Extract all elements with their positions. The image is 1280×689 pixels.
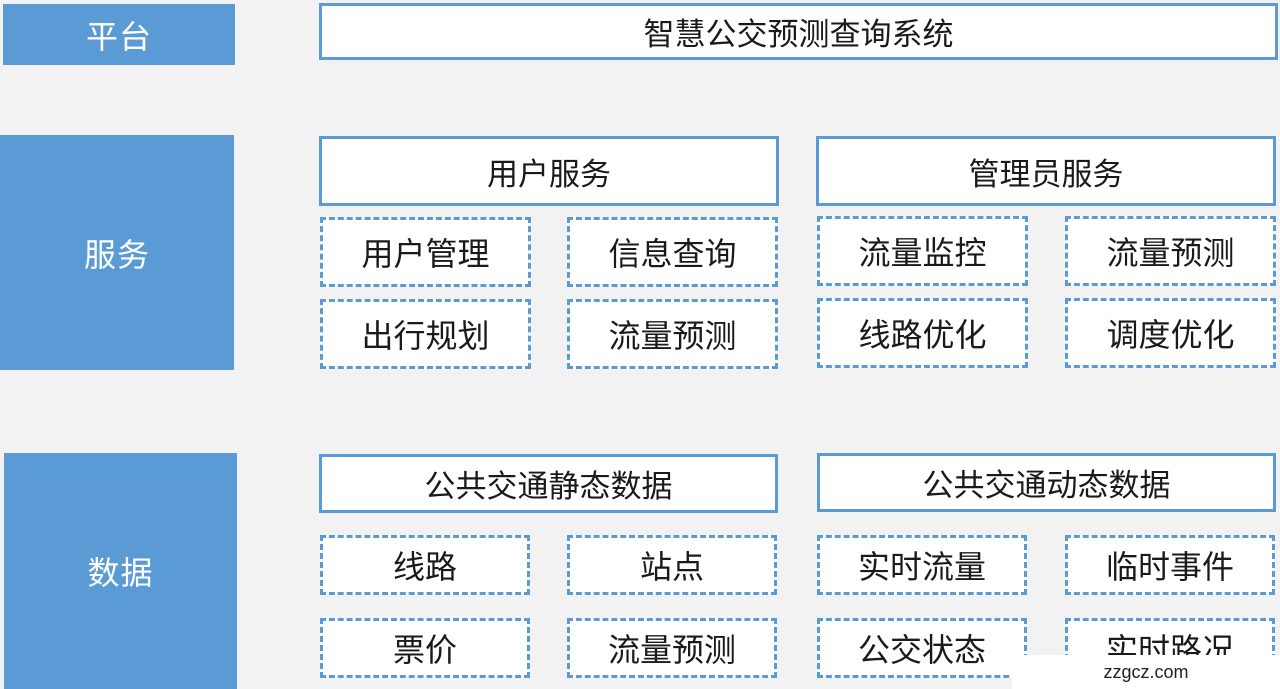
admin-service-item-flow-monitoring: 流量监控 [817,216,1028,286]
admin-service-item-dispatch-optimization: 调度优化 [1065,298,1276,368]
dynamic-data-header: 公共交通动态数据 [817,453,1276,512]
user-service-item-user-management: 用户管理 [320,217,531,287]
user-service-item-info-query: 信息查询 [567,217,778,287]
user-service-item-flow-prediction: 流量预测 [567,299,778,369]
static-data-item-stations: 站点 [567,535,777,595]
static-data-item-fares: 票价 [320,618,530,678]
watermark: zzgcz.com [1012,655,1280,689]
dynamic-data-item-bus-status: 公交状态 [817,618,1027,678]
platform-title: 智慧公交预测查询系统 [319,3,1278,60]
admin-service-item-route-optimization: 线路优化 [817,298,1028,368]
static-data-item-routes: 线路 [320,535,530,595]
layer-label-service: 服务 [0,135,234,370]
user-service-item-trip-planning: 出行规划 [320,299,531,369]
admin-service-item-flow-prediction: 流量预测 [1065,216,1276,286]
static-data-header: 公共交通静态数据 [319,454,778,513]
layer-label-data: 数据 [4,453,237,689]
admin-service-header: 管理员服务 [816,136,1276,206]
dynamic-data-item-realtime-flow: 实时流量 [817,535,1027,595]
dynamic-data-item-temporary-events: 临时事件 [1065,535,1275,595]
user-service-header: 用户服务 [319,136,779,206]
layer-label-platform: 平台 [3,4,235,65]
static-data-item-flow-prediction: 流量预测 [567,618,777,678]
